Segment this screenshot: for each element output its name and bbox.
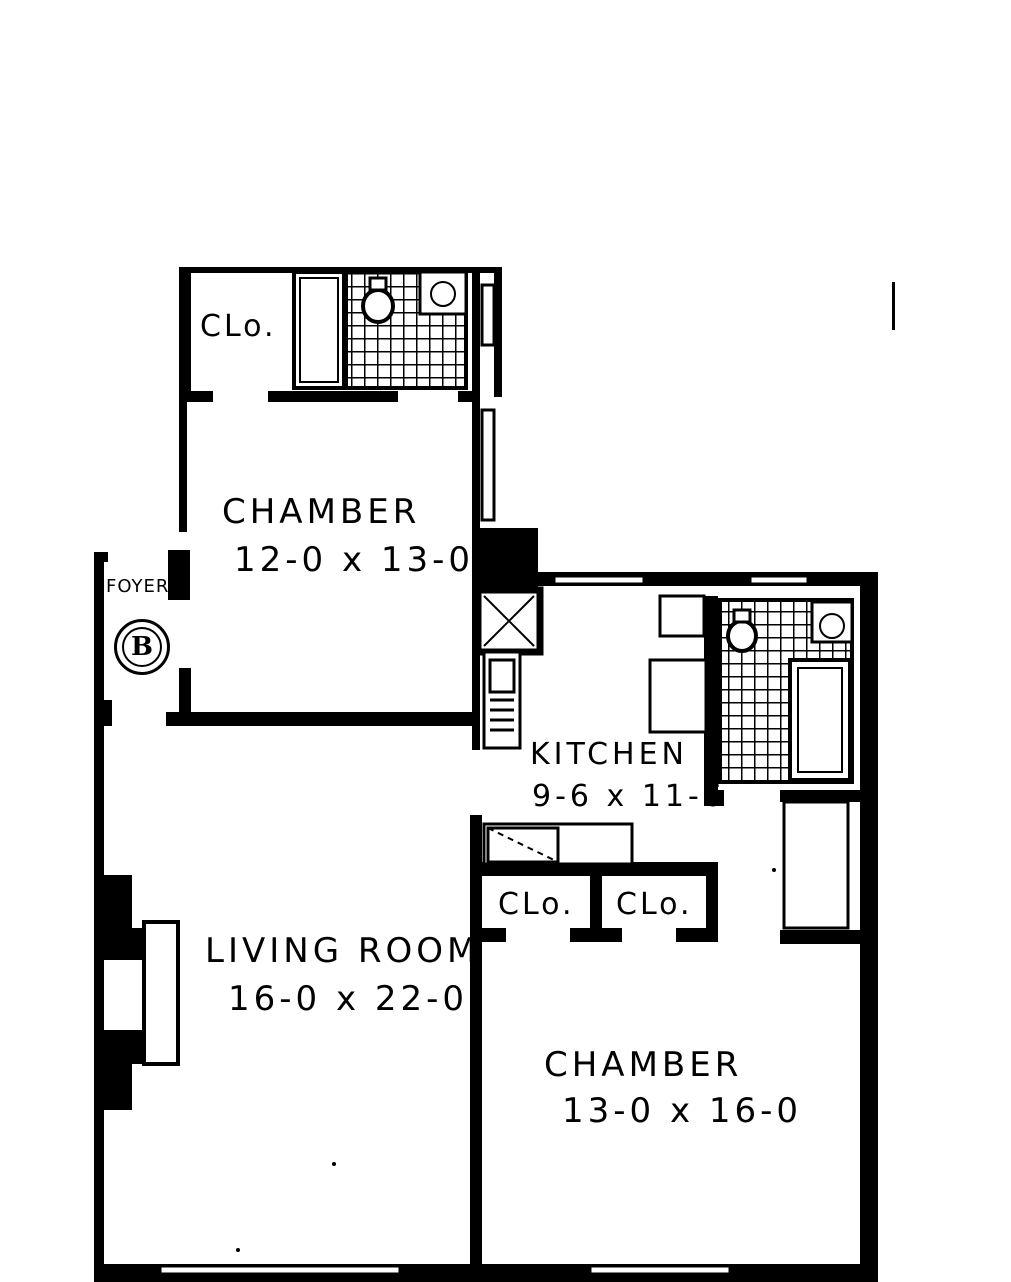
kitchen-fixtures [482, 594, 708, 866]
apartment-line-badge: B [114, 619, 170, 675]
bathroom-upper [292, 270, 468, 390]
wall-stub [480, 928, 506, 942]
wall-bath2-left [704, 596, 718, 806]
wall-stub [780, 790, 860, 802]
lower-chamber-size: 13-0 x 16-0 [562, 1091, 803, 1131]
wall-living-right [470, 815, 482, 1281]
closet-label: CLo. [616, 887, 693, 922]
lower-chamber-name: CHAMBER [544, 1045, 743, 1085]
wall-left-outer [94, 552, 104, 1282]
wall-stub [676, 928, 718, 942]
wall-chamber-left-low [179, 668, 191, 726]
toilet [726, 619, 758, 653]
wall-chamber-right [472, 402, 480, 750]
stray-marks [236, 282, 895, 1252]
closet-label: CLo. [200, 309, 277, 344]
wall-bath-bottom [268, 391, 398, 402]
window [480, 408, 496, 522]
living-room-name: LIVING ROOM [205, 931, 481, 971]
living-room-size: 16-0 x 22-0 [228, 979, 469, 1019]
window [480, 283, 496, 347]
upper-chamber-size: 12-0 x 13-0 [234, 540, 475, 580]
wall-stub [98, 700, 112, 726]
wall-stub [704, 790, 724, 806]
wall-right-outer [860, 572, 878, 1282]
closet-label: CLo. [498, 887, 575, 922]
windows [158, 283, 810, 1276]
wall-stub [458, 391, 478, 402]
wall-fireplace [104, 1030, 144, 1064]
kitchen-size: 9-6 x 11-6 [532, 779, 726, 814]
bathroom-lower [718, 598, 854, 784]
window [748, 574, 810, 586]
wall-closet-right [706, 862, 718, 942]
fireplace-hearth [142, 920, 180, 1066]
kitchen-name: KITCHEN [530, 737, 688, 772]
wall-stub [191, 391, 213, 402]
badge-letter: B [122, 627, 162, 667]
window [158, 1264, 402, 1276]
wall-stub [780, 930, 860, 944]
linen-closet [782, 800, 850, 930]
wall-fireplace [104, 928, 144, 960]
wall-closet-mid [590, 862, 602, 942]
wall-fireplace-top [104, 875, 132, 930]
wall-chamber-bottom [166, 712, 478, 726]
window [588, 1264, 732, 1276]
wall-foyer-pier [168, 550, 190, 600]
upper-chamber-name: CHAMBER [222, 492, 421, 532]
window [552, 574, 646, 586]
wall-shaft [478, 528, 538, 590]
wall-chamber-left [179, 402, 187, 532]
wall-stub [570, 928, 622, 942]
wall-upper-left [179, 267, 191, 402]
toilet [361, 288, 395, 324]
stove [648, 658, 708, 734]
wall-bath-right [472, 267, 480, 402]
foyer-label: FOYER [106, 576, 170, 597]
wall-stub [94, 552, 108, 562]
kitchen-cabinet [658, 594, 706, 638]
wall-outer-right [494, 267, 502, 397]
wall-fireplace-bottom [104, 1060, 132, 1110]
